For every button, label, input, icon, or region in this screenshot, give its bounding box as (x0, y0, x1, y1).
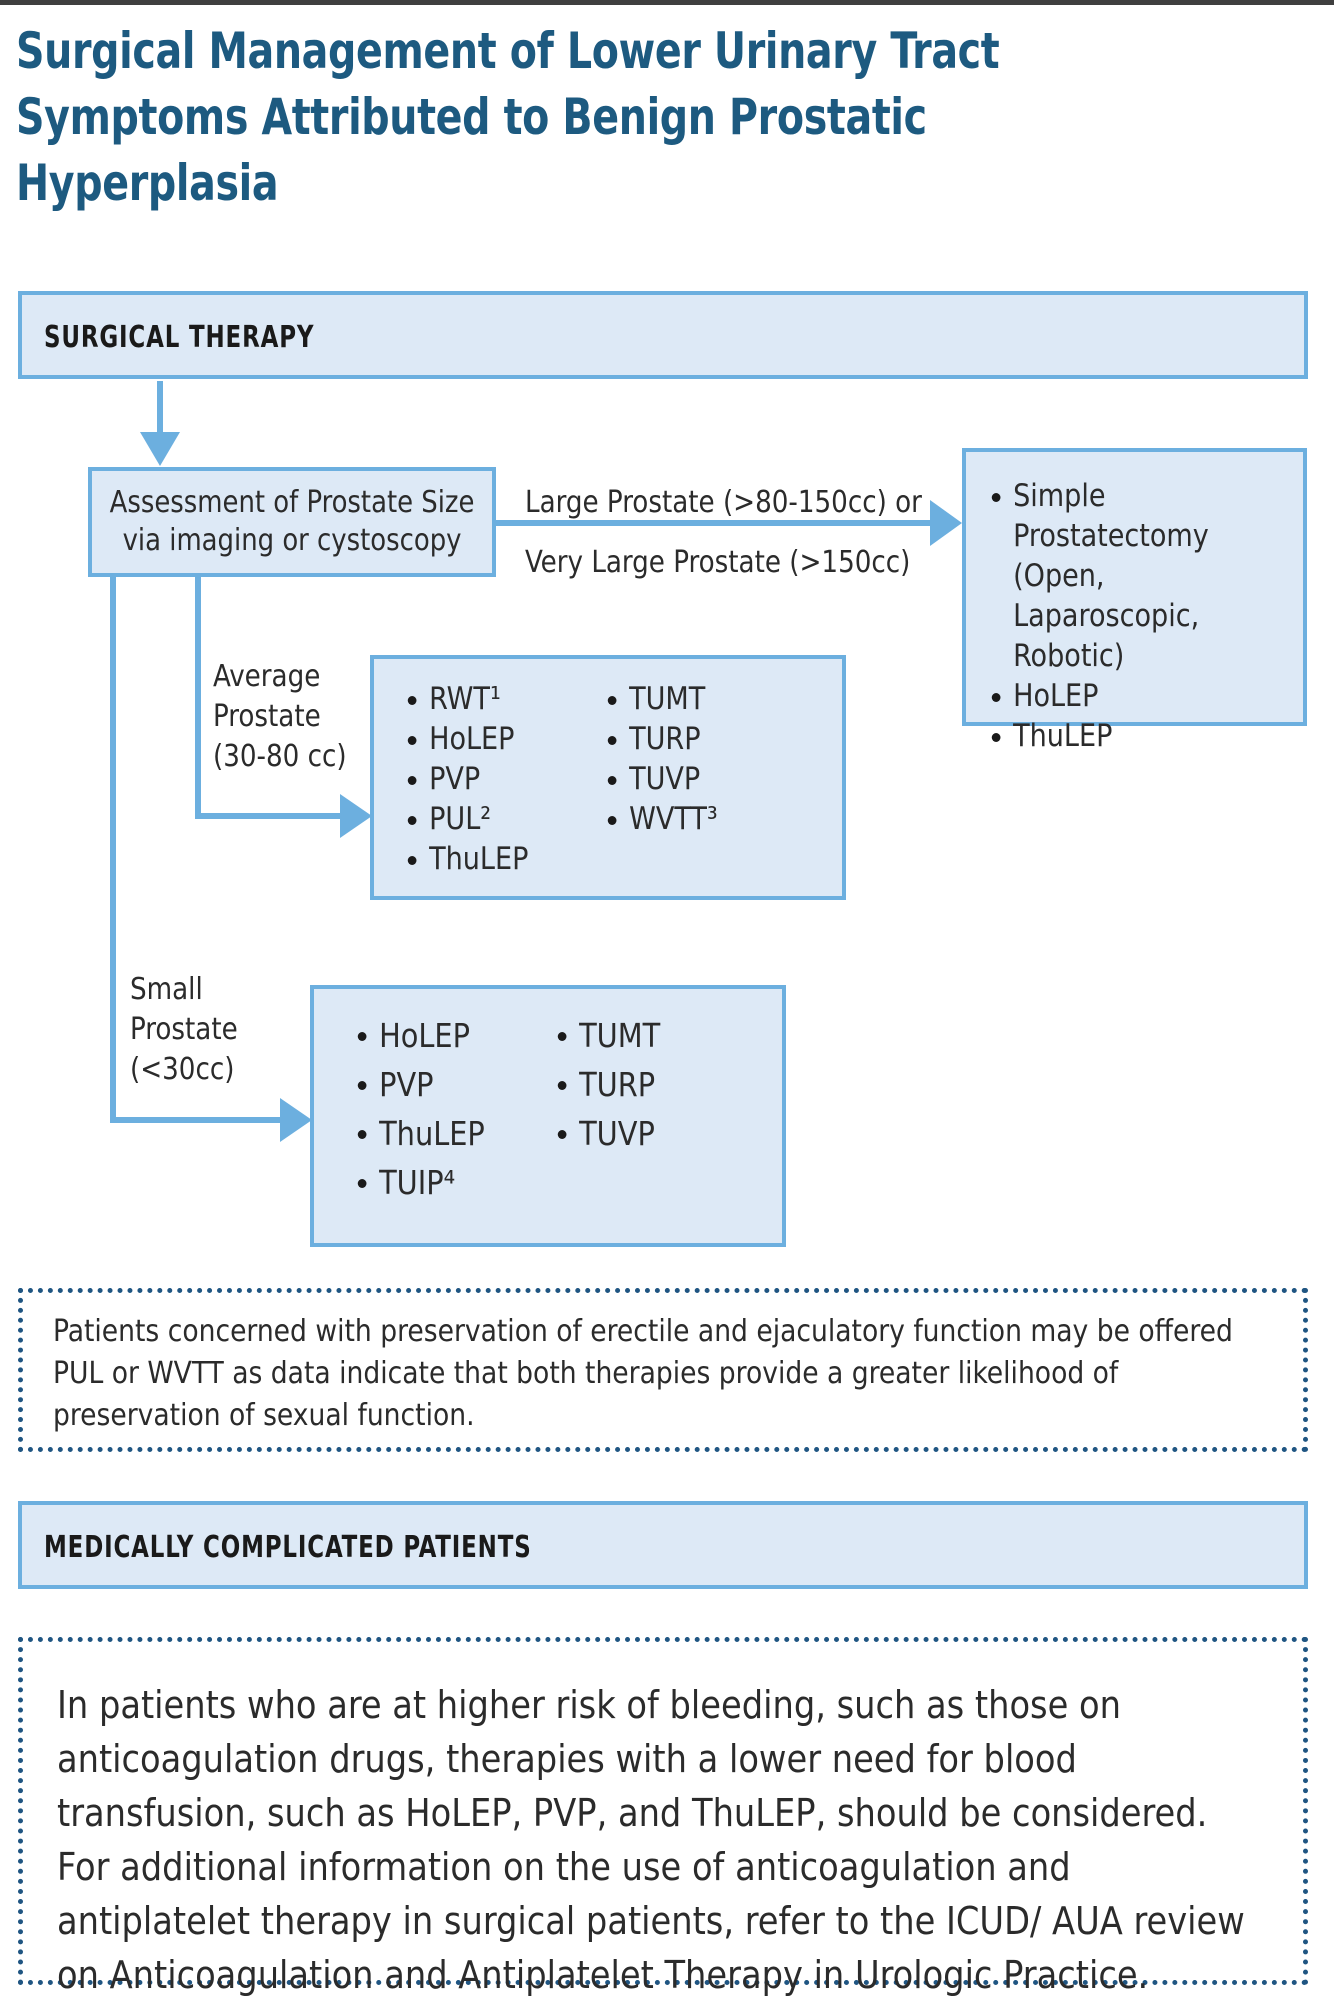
page-title: Surgical Management of Lower Urinary Tra… (16, 22, 1000, 212)
list-item: TUVP (550, 1109, 773, 1158)
small-options-column-2: TUMT TURP TUVP (550, 1011, 780, 1207)
list-item: HoLEP (400, 719, 594, 759)
large-prostate-options-box: Simple Prostatectomy (Open, Laparoscopic… (962, 448, 1307, 754)
list-item: TUVP (600, 759, 823, 799)
list-item: HoLEP (984, 676, 1280, 716)
list-item: RWT¹ (400, 679, 594, 719)
small-options-columns: HoLEP PVP ThuLEP TUIP⁴ TUMT TURP TUVP (314, 1011, 782, 1207)
assessment-text: Assessment of Prostate Size via imaging … (110, 484, 475, 560)
average-prostate-options-box: RWT¹ HoLEP PVP PUL² ThuLEP TUMT TURP TUV… (370, 655, 846, 900)
small-prostate-branch-label: Small Prostate (<30cc) (130, 972, 238, 1087)
average-options-columns: RWT¹ HoLEP PVP PUL² ThuLEP TUMT TURP TUV… (374, 679, 842, 879)
average-prostate-branch-label: Average Prostate (30-80 cc) (213, 659, 347, 774)
medically-complicated-band (18, 1501, 1308, 1589)
average-options-column-2: TUMT TURP TUVP WVTT³ (600, 679, 830, 879)
large-prostate-branch-label-line2: Very Large Prostate (>150cc) (525, 545, 911, 580)
note-bleeding-risk-text: In patients who are at higher risk of bl… (57, 1683, 1245, 1997)
note-bleeding-risk-box: In patients who are at higher risk of bl… (18, 1637, 1308, 1997)
list-item: TURP (550, 1060, 773, 1109)
arrowhead-down-assessment (140, 432, 180, 466)
assessment-line-2: via imaging or cystoscopy (122, 523, 462, 558)
list-item: ThuLEP (984, 716, 1280, 756)
surgical-therapy-label: SURGICAL THERAPY (44, 320, 315, 355)
assessment-line-1: Assessment of Prostate Size (109, 485, 475, 520)
small-prostate-options-box: HoLEP PVP ThuLEP TUIP⁴ TUMT TURP TUVP (310, 985, 786, 1247)
arrowhead-right-average (340, 794, 372, 838)
arrowhead-right-large (930, 500, 962, 546)
list-item: PUL² (400, 799, 594, 839)
list-item: TURP (600, 719, 823, 759)
note-sexual-function-text: Patients concerned with preservation of … (53, 1314, 1233, 1433)
list-item: HoLEP (350, 1011, 544, 1060)
note-sexual-function-box: Patients concerned with preservation of … (18, 1288, 1308, 1452)
list-item: PVP (400, 759, 594, 799)
small-options-column-1: HoLEP PVP ThuLEP TUIP⁴ (314, 1011, 550, 1207)
arrowhead-right-small (280, 1098, 312, 1142)
large-prostate-branch-label-line1: Large Prostate (>80-150cc) or (525, 485, 922, 520)
list-item: TUMT (550, 1011, 773, 1060)
list-item: ThuLEP (400, 839, 594, 879)
list-item: PVP (350, 1060, 544, 1109)
large-prostate-options-list: Simple Prostatectomy (Open, Laparoscopic… (984, 476, 1289, 756)
page-top-rule (0, 0, 1334, 5)
surgical-therapy-band (18, 291, 1308, 379)
list-item: ThuLEP (350, 1109, 544, 1158)
list-item: TUMT (600, 679, 823, 719)
list-item: Simple Prostatectomy (Open, Laparoscopic… (984, 476, 1280, 676)
list-item: TUIP⁴ (350, 1158, 544, 1207)
medically-complicated-label: MEDICALLY COMPLICATED PATIENTS (44, 1530, 532, 1565)
assessment-box: Assessment of Prostate Size via imaging … (88, 467, 496, 577)
list-item: WVTT³ (600, 799, 823, 839)
average-options-column-1: RWT¹ HoLEP PVP PUL² ThuLEP (374, 679, 600, 879)
